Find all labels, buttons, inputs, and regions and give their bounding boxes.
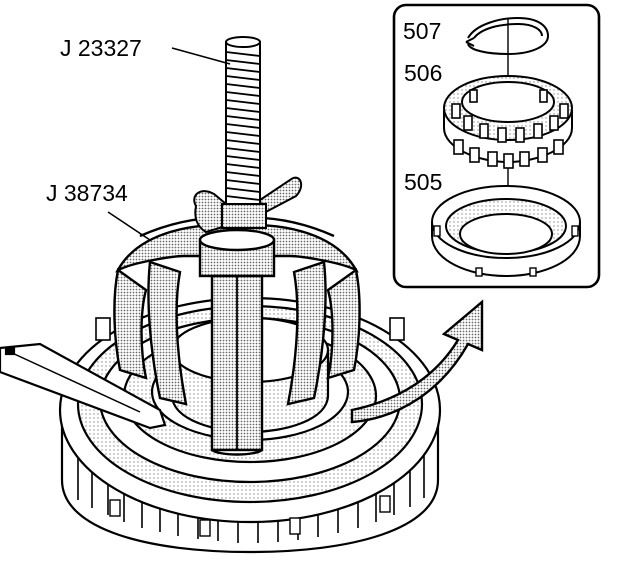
- label-j38734: J 38734: [46, 180, 128, 206]
- label-505: 505: [404, 169, 442, 195]
- removal-arrow: [350, 299, 484, 424]
- puller-tool-j38734: [113, 216, 361, 456]
- detail-inset: [392, 3, 601, 289]
- threaded-rod-j23327: [193, 36, 303, 234]
- pry-tool: [0, 342, 167, 430]
- bearing-506: [443, 75, 573, 169]
- label-j23327: J 23327: [60, 35, 142, 61]
- leader-lines: [107, 47, 231, 241]
- label-506: 506: [404, 60, 442, 86]
- snap-ring-507: [465, 16, 550, 56]
- label-507: 507: [403, 18, 441, 44]
- race-505: [431, 185, 581, 278]
